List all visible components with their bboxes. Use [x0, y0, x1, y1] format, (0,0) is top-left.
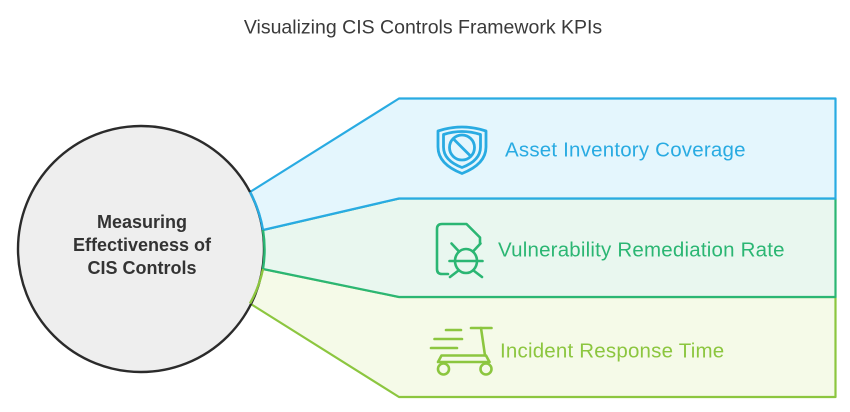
document-bug-icon [435, 222, 484, 279]
center-node-text-line-1: Measuring [97, 212, 187, 232]
center-node-text-line-2: Effectiveness of [73, 235, 212, 255]
connector-arc-lime [248, 268, 265, 305]
banner-label-asset-inventory-coverage: Asset Inventory Coverage [505, 139, 746, 162]
scooter-icon [429, 326, 493, 376]
shield-slash-icon [436, 125, 488, 175]
diagram-title: Visualizing CIS Controls Framework KPIs [244, 17, 603, 39]
connector-arc-blue [248, 191, 265, 231]
connector-arc-green [261, 229, 266, 270]
banner-label-vulnerability-remediation-rate: Vulnerability Remediation Rate [498, 239, 785, 262]
banner-label-incident-response-time: Incident Response Time [500, 340, 724, 363]
center-node-text-line-3: CIS Controls [87, 258, 196, 278]
